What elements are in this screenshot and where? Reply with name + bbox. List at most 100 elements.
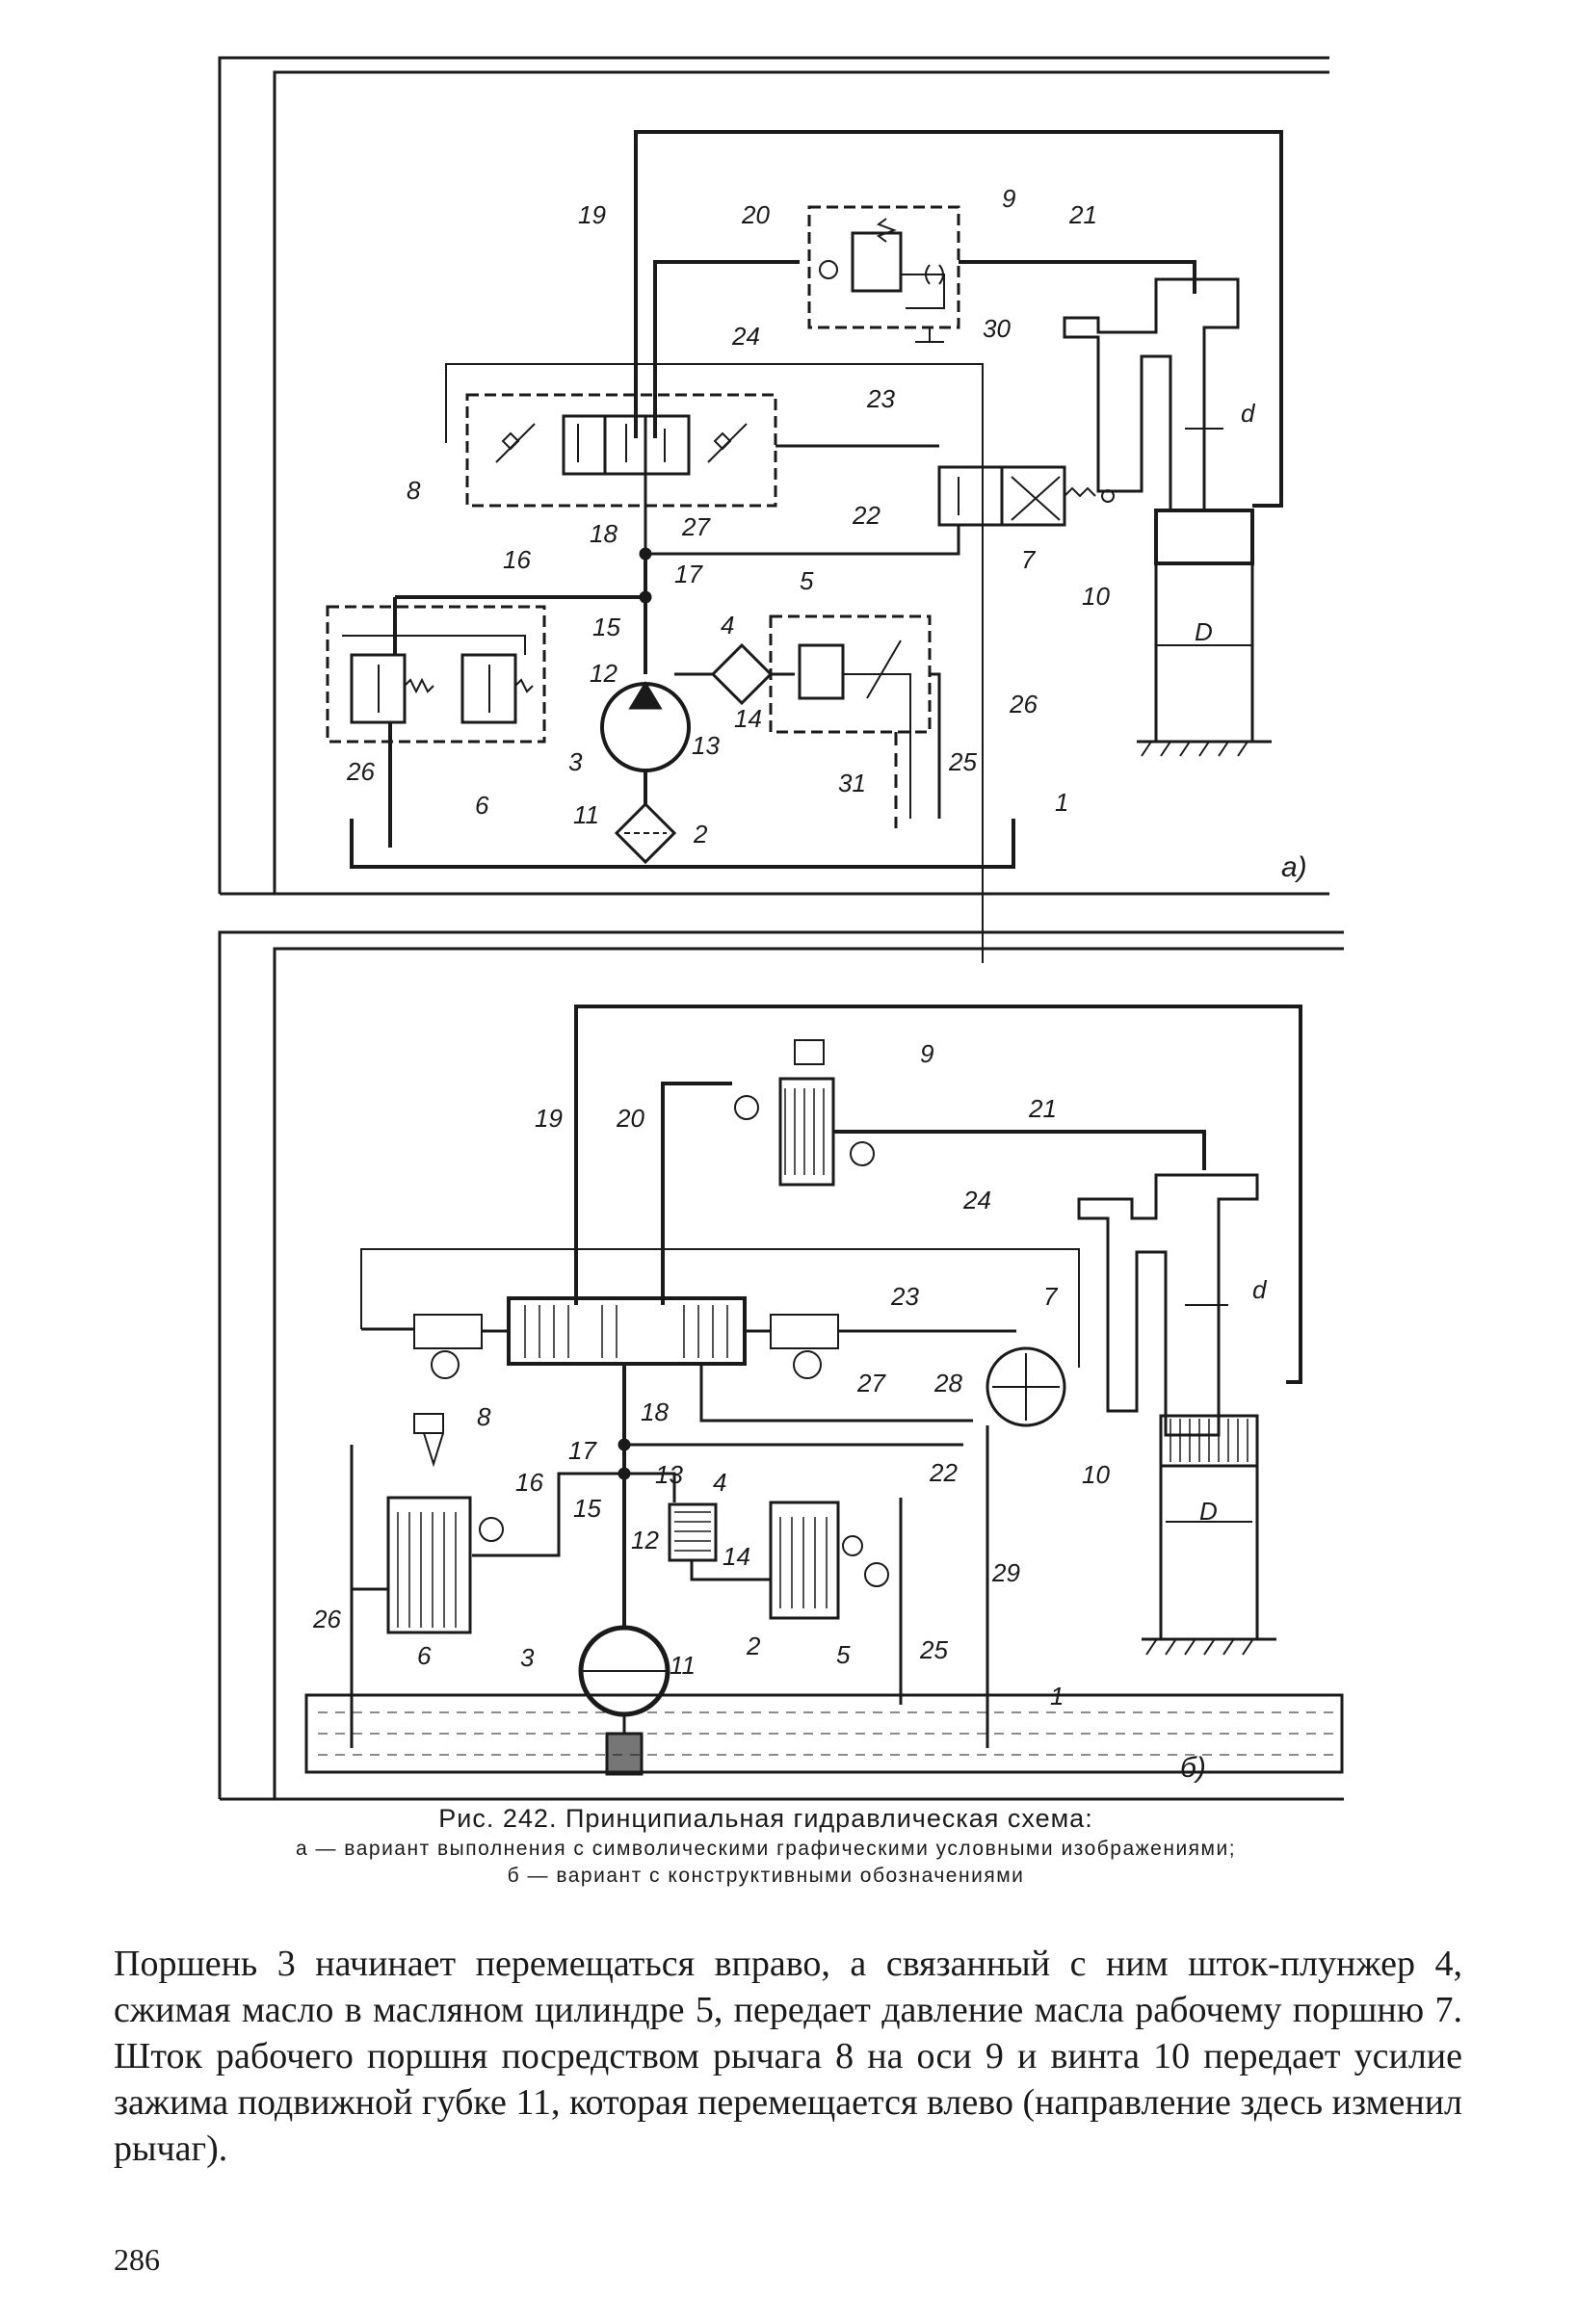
- label-b-28: 28: [933, 1369, 962, 1397]
- label-b-23: 23: [890, 1282, 919, 1311]
- line-25-a: [930, 672, 941, 819]
- label-b-1: 1: [1050, 1682, 1064, 1710]
- line-26-b: [350, 1445, 388, 1748]
- spool-distributor-b: [507, 1296, 747, 1366]
- panel-label-a: a): [1281, 851, 1307, 883]
- caption-line-a: а — вариант выполнения с символическими …: [295, 1838, 1237, 1860]
- distributor-8-a: [465, 393, 777, 508]
- label-a-4: 4: [721, 611, 734, 640]
- frame-a-outer: [218, 56, 1329, 894]
- label-a-15: 15: [592, 613, 620, 641]
- label-a-30: 30: [983, 314, 1011, 343]
- line-27-b: [699, 1364, 973, 1423]
- line-14-b: [690, 1560, 771, 1581]
- label-b-17: 17: [568, 1436, 597, 1465]
- label-b-5: 5: [836, 1640, 851, 1669]
- label-b-15: 15: [573, 1494, 601, 1523]
- cylinder-10-a: [1154, 509, 1254, 565]
- label-b-20: 20: [616, 1104, 644, 1133]
- cylinder-10-body-b: [1159, 1464, 1259, 1641]
- label-a-2: 2: [693, 820, 708, 849]
- tank-b: [304, 1693, 1344, 1774]
- labels-a: 19 20 9 21 30 24 23 d 8 18 27 22 7 16 17…: [346, 184, 1307, 883]
- label-a-31: 31: [838, 769, 866, 797]
- filter-2-b: [605, 1732, 644, 1776]
- label-b-21: 21: [1028, 1094, 1057, 1123]
- valve-9-b: [778, 1077, 835, 1187]
- frame-a-inner: [273, 70, 1329, 894]
- filter-2-a: [614, 801, 677, 865]
- caption-title: Рис. 242. Принципиальная гидравлическая …: [438, 1804, 1093, 1833]
- label-a-23: 23: [866, 384, 895, 413]
- label-a-19: 19: [578, 200, 606, 229]
- panel-label-b: б): [1180, 1752, 1206, 1784]
- label-b-29: 29: [991, 1558, 1020, 1587]
- label-a-6: 6: [475, 791, 489, 820]
- label-a-26-right: 26: [1009, 690, 1038, 718]
- tank-a: [350, 819, 1015, 869]
- check-valve-right-b: [770, 1314, 839, 1349]
- label-b-6: 6: [417, 1641, 432, 1670]
- frame-b-inner: [273, 947, 1344, 1799]
- line-22-a: [645, 525, 960, 556]
- label-b-7: 7: [1043, 1282, 1059, 1311]
- body-paragraph: Поршень 3 начинает перемещаться вправо, …: [114, 1944, 1462, 2169]
- label-a-26: 26: [346, 757, 375, 786]
- page-number: 286: [114, 2242, 160, 2277]
- label-a-9: 9: [1002, 184, 1015, 213]
- line-20-a: [653, 260, 800, 438]
- line-19-b: [574, 1005, 1302, 1384]
- hydraulic-schematic-figure: 19 20 9 21 30 24 23 d 8 18 27 22 7 16 17…: [218, 56, 1344, 1801]
- diagram-a: [218, 56, 1329, 963]
- label-b-4: 4: [713, 1468, 726, 1497]
- label-a-17: 17: [674, 560, 703, 588]
- label-b-11: 11: [670, 1651, 696, 1680]
- label-a-25: 25: [948, 747, 977, 776]
- valve-6-a: [326, 605, 546, 744]
- labels-b: 9 21 19 20 24 d 23 7 28 27 18 8 22 10 17…: [312, 1039, 1268, 1784]
- line-19-a: [634, 130, 1283, 508]
- label-a-D: D: [1195, 617, 1213, 646]
- valve-9-a: [807, 205, 960, 329]
- valve-8-b: [413, 1413, 444, 1468]
- line-24-a: [445, 363, 984, 963]
- clamp-jaw-a: [1063, 277, 1240, 512]
- label-a-14: 14: [734, 704, 762, 733]
- line-24-b: [360, 1248, 1080, 1368]
- label-a-3: 3: [568, 747, 583, 776]
- label-a-12: 12: [590, 659, 618, 688]
- label-a-27: 27: [681, 512, 711, 541]
- label-a-10: 10: [1082, 582, 1110, 611]
- label-b-D: D: [1199, 1497, 1218, 1526]
- line-26-a: [388, 597, 397, 848]
- line-21-a: [959, 260, 1196, 294]
- line-21-b: [833, 1130, 1206, 1170]
- valve-6-b: [386, 1496, 472, 1634]
- caption-line-b: б — вариант с конструктивными обозначени…: [507, 1865, 1025, 1887]
- label-a-11: 11: [573, 800, 599, 829]
- label-a-16: 16: [503, 545, 531, 574]
- label-b-2: 2: [746, 1632, 761, 1660]
- label-b-16: 16: [515, 1468, 543, 1497]
- label-b-26: 26: [312, 1605, 341, 1633]
- label-b-d: d: [1252, 1275, 1268, 1304]
- label-b-12: 12: [631, 1526, 659, 1554]
- line-20-b: [661, 1082, 732, 1305]
- label-a-8: 8: [407, 476, 421, 505]
- diagram-b: [218, 930, 1344, 1801]
- frame-b-outer: [218, 930, 1344, 1799]
- label-b-24: 24: [962, 1186, 991, 1214]
- label-a-18: 18: [590, 519, 618, 548]
- label-b-18: 18: [641, 1397, 669, 1426]
- check-valve-left-b: [413, 1314, 483, 1349]
- label-a-5: 5: [800, 566, 814, 595]
- cylinder-10-body-a: [1154, 561, 1254, 744]
- figure-caption: Рис. 242. Принципиальная гидравлическая …: [145, 1804, 1387, 1888]
- label-b-27: 27: [856, 1369, 886, 1397]
- label-b-19: 19: [535, 1104, 563, 1133]
- label-b-8: 8: [477, 1402, 491, 1431]
- label-b-10: 10: [1082, 1460, 1110, 1489]
- label-b-3: 3: [520, 1643, 535, 1672]
- label-b-22: 22: [929, 1458, 958, 1487]
- label-a-22: 22: [852, 501, 880, 530]
